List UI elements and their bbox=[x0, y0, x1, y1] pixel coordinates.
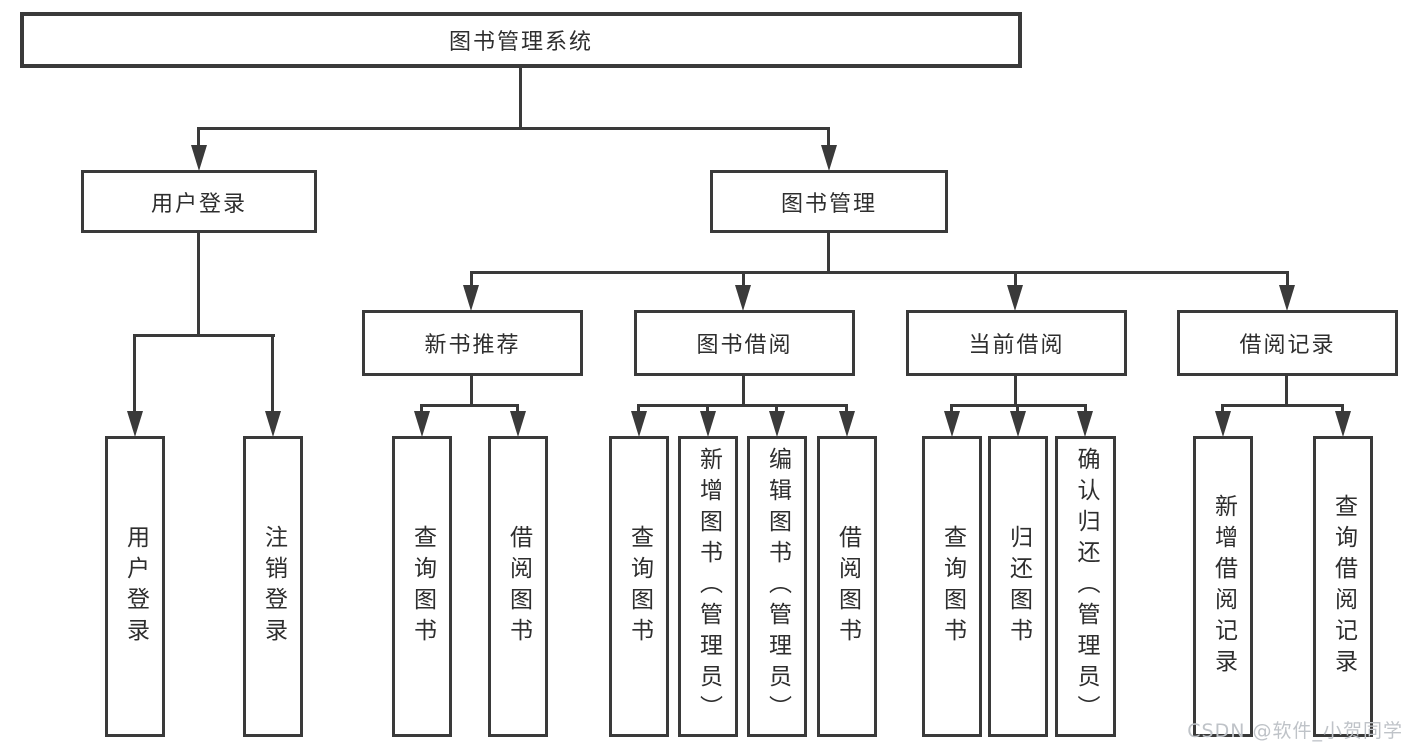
arrowhead-icon bbox=[1335, 411, 1351, 437]
node-leaf-add-books-admin-label: 新增图书（管理员） bbox=[695, 447, 722, 726]
connector-root-stem bbox=[519, 66, 522, 129]
node-leaf-query-books-2: 查询图书 bbox=[609, 436, 669, 737]
connector-user-login-stem bbox=[197, 233, 200, 336]
node-book-management: 图书管理 bbox=[710, 170, 948, 233]
node-leaf-edit-books-admin: 编辑图书（管理员） bbox=[747, 436, 807, 737]
arrowhead-icon bbox=[839, 411, 855, 437]
node-leaf-borrow-books-2: 借阅图书 bbox=[817, 436, 877, 737]
node-leaf-query-borrow-record-label: 查询借阅记录 bbox=[1330, 493, 1357, 680]
node-leaf-return-books-label: 归还图书 bbox=[1005, 524, 1032, 649]
arrowhead-icon bbox=[769, 411, 785, 437]
connector-stub bbox=[845, 404, 848, 414]
connector-drop-current-borrowing bbox=[1014, 271, 1017, 287]
node-book-borrowing-label: 图书借阅 bbox=[696, 333, 793, 358]
node-borrow-records: 借阅记录 bbox=[1177, 310, 1398, 376]
node-current-borrowing: 当前借阅 bbox=[906, 310, 1127, 376]
node-book-borrowing: 图书借阅 bbox=[634, 310, 855, 376]
connector-new-book-recommend-stem bbox=[470, 376, 473, 406]
node-user-login: 用户登录 bbox=[81, 170, 317, 233]
connector-borrow-records-stem bbox=[1285, 376, 1288, 406]
connector-stub bbox=[775, 404, 778, 414]
node-leaf-add-borrow-record-label: 新增借阅记录 bbox=[1210, 493, 1237, 680]
connector-current-borrowing-stem bbox=[1014, 376, 1017, 406]
node-leaf-query-books-1-label: 查询图书 bbox=[409, 524, 436, 649]
connector-stub bbox=[1221, 404, 1224, 414]
node-leaf-query-books-2-label: 查询图书 bbox=[626, 524, 653, 649]
node-leaf-confirm-return-admin: 确认归还（管理员） bbox=[1055, 436, 1116, 737]
arrowhead-icon bbox=[1077, 411, 1093, 437]
node-book-management-label: 图书管理 bbox=[780, 191, 877, 217]
connector-borrow-records-branch bbox=[1221, 404, 1344, 407]
node-leaf-query-books-3: 查询图书 bbox=[922, 436, 982, 737]
node-leaf-query-books-3-label: 查询图书 bbox=[939, 524, 966, 649]
node-root-label: 图书管理系统 bbox=[448, 30, 593, 55]
node-new-book-recommend-label: 新书推荐 bbox=[424, 333, 521, 358]
connector-book-management-branch bbox=[470, 271, 1289, 274]
node-leaf-confirm-return-admin-label: 确认归还（管理员） bbox=[1073, 447, 1099, 726]
connector-drop-leaf-logout bbox=[271, 334, 274, 413]
node-leaf-query-borrow-record: 查询借阅记录 bbox=[1313, 436, 1373, 737]
connector-drop-borrow-records bbox=[1286, 271, 1289, 287]
connector-stub bbox=[706, 404, 709, 414]
node-leaf-borrow-books-1-label: 借阅图书 bbox=[505, 524, 532, 649]
arrowhead-icon bbox=[463, 285, 479, 311]
csdn-watermark: CSDN @软件_小贺同学 bbox=[1187, 720, 1403, 742]
arrowhead-icon bbox=[1010, 411, 1026, 437]
connector-book-borrowing-branch bbox=[637, 404, 848, 407]
connector-root-branch bbox=[197, 127, 830, 130]
arrowhead-icon bbox=[1215, 411, 1231, 437]
node-leaf-edit-books-admin-label: 编辑图书（管理员） bbox=[764, 447, 791, 726]
arrowhead-icon bbox=[510, 411, 526, 437]
node-user-login-label: 用户登录 bbox=[150, 191, 247, 217]
node-leaf-add-books-admin: 新增图书（管理员） bbox=[678, 436, 738, 737]
connector-user-login-branch bbox=[133, 334, 275, 337]
arrowhead-icon bbox=[1279, 285, 1295, 311]
node-root: 图书管理系统 bbox=[20, 12, 1022, 68]
connector-new-book-recommend-branch bbox=[420, 404, 519, 407]
connector-drop-book-borrowing bbox=[742, 271, 745, 287]
arrowhead-icon bbox=[414, 411, 430, 437]
node-leaf-user-login-label: 用户登录 bbox=[122, 524, 149, 649]
connector-stub bbox=[637, 404, 640, 414]
connector-drop-new-book-recommend bbox=[470, 271, 473, 287]
arrowhead-icon bbox=[265, 411, 281, 437]
connector-drop-user-login bbox=[197, 127, 200, 147]
node-borrow-records-label: 借阅记录 bbox=[1239, 333, 1336, 358]
node-current-borrowing-label: 当前借阅 bbox=[968, 333, 1065, 358]
connector-book-borrowing-stem bbox=[742, 376, 745, 406]
arrowhead-icon bbox=[1007, 285, 1023, 311]
connector-stub bbox=[1016, 404, 1019, 414]
arrowhead-icon bbox=[631, 411, 647, 437]
arrowhead-icon bbox=[944, 411, 960, 437]
connector-stub bbox=[1084, 404, 1087, 414]
node-leaf-user-login: 用户登录 bbox=[105, 436, 165, 737]
arrowhead-icon bbox=[127, 411, 143, 437]
connector-stub bbox=[516, 404, 519, 414]
node-leaf-return-books: 归还图书 bbox=[988, 436, 1048, 737]
node-leaf-logout: 注销登录 bbox=[243, 436, 303, 737]
node-leaf-borrow-books-2-label: 借阅图书 bbox=[834, 524, 861, 649]
connector-stub bbox=[420, 404, 423, 414]
node-leaf-add-borrow-record: 新增借阅记录 bbox=[1193, 436, 1253, 737]
node-leaf-logout-label: 注销登录 bbox=[260, 524, 287, 649]
node-leaf-query-books-1: 查询图书 bbox=[392, 436, 452, 737]
arrowhead-icon bbox=[191, 145, 207, 171]
connector-drop-leaf-user-login bbox=[133, 334, 136, 413]
arrowhead-icon bbox=[700, 411, 716, 437]
connector-book-management-stem bbox=[827, 233, 830, 273]
connector-drop-book-management bbox=[827, 127, 830, 147]
node-leaf-borrow-books-1: 借阅图书 bbox=[488, 436, 548, 737]
arrowhead-icon bbox=[821, 145, 837, 171]
node-new-book-recommend: 新书推荐 bbox=[362, 310, 583, 376]
arrowhead-icon bbox=[735, 285, 751, 311]
connector-stub bbox=[950, 404, 953, 414]
connector-stub bbox=[1341, 404, 1344, 414]
